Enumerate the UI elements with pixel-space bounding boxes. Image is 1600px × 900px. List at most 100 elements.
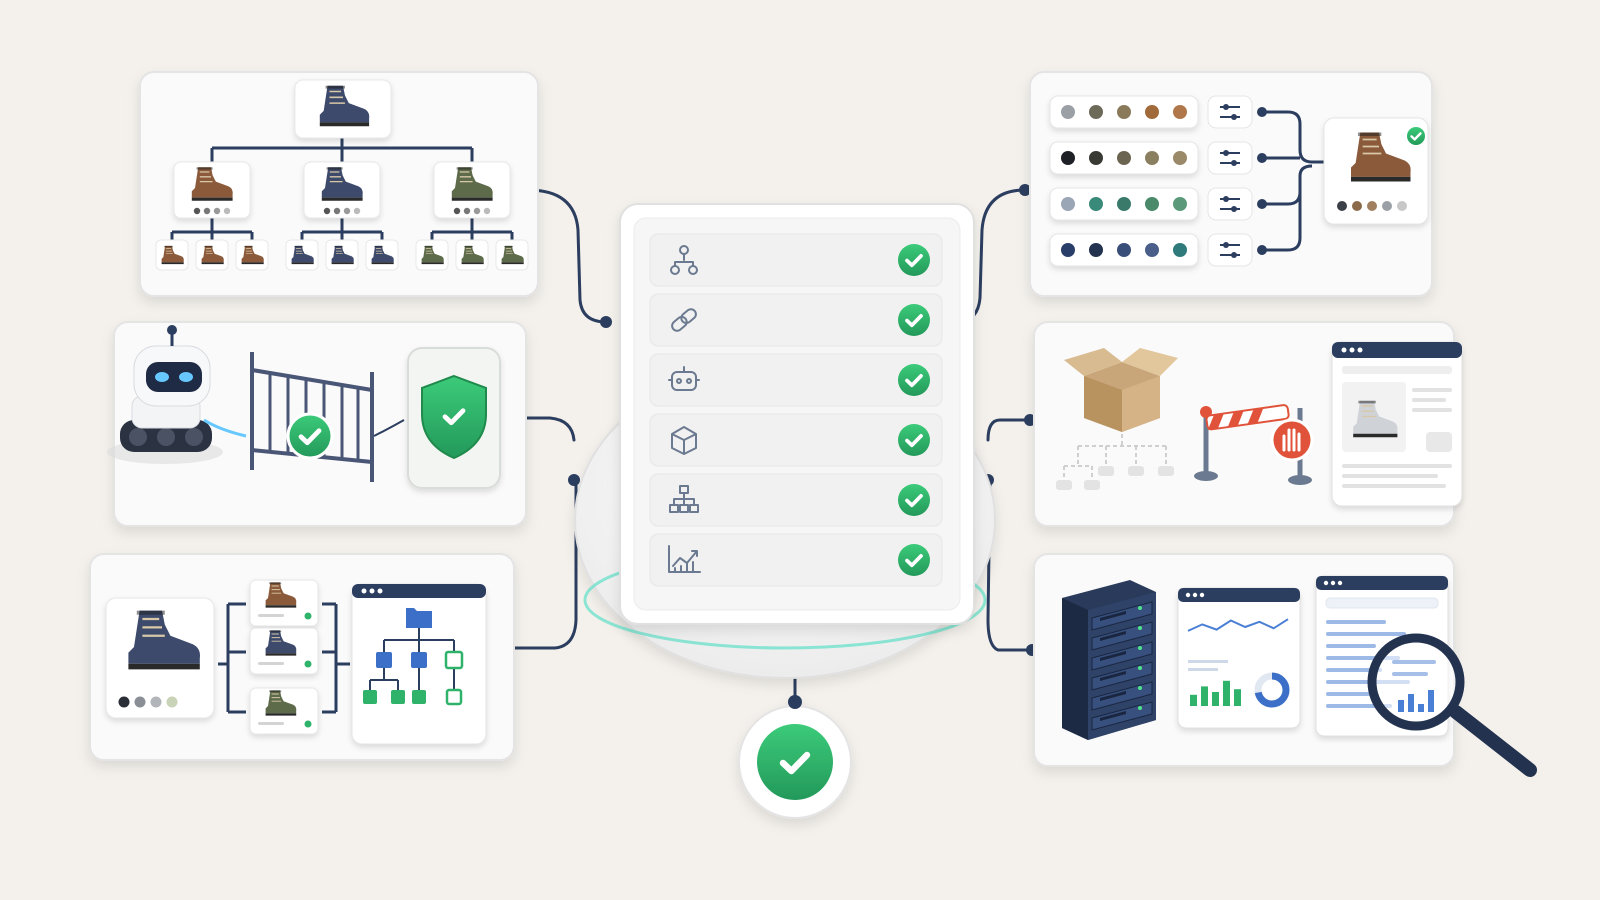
sku-card <box>155 239 189 271</box>
sku-card <box>195 239 229 271</box>
color-swatch <box>1061 243 1075 257</box>
color-swatch <box>1397 201 1407 211</box>
panel-variant-attributes <box>1029 71 1433 297</box>
hierarchy-icon <box>670 245 698 275</box>
color-swatch <box>1117 105 1131 119</box>
linked-variants <box>249 579 319 735</box>
color-swatch <box>1089 151 1103 165</box>
sku-card <box>325 239 359 271</box>
color-swatch <box>1089 243 1103 257</box>
check-circle-icon <box>898 364 930 396</box>
color-swatch <box>323 207 331 215</box>
attribute-rows <box>1049 95 1267 267</box>
attribute-row <box>1049 187 1267 221</box>
color-swatch <box>1089 197 1103 211</box>
connector-out-of-stock <box>986 418 1032 442</box>
color-swatch <box>134 696 146 708</box>
bar <box>1234 689 1241 706</box>
color-swatch <box>483 207 491 215</box>
checklist-row <box>649 533 943 587</box>
color-swatch <box>1173 197 1187 211</box>
server-icon <box>1062 580 1156 740</box>
color-swatch <box>1145 197 1159 211</box>
checklist-row <box>649 353 943 407</box>
sku-card <box>285 239 319 271</box>
color-swatch <box>1382 201 1392 211</box>
stop-hand-icon <box>1270 418 1314 462</box>
color-swatch <box>463 207 471 215</box>
sliders-icon <box>1207 233 1253 267</box>
sku-card <box>415 239 449 271</box>
check-circle-icon <box>898 484 930 516</box>
panel-variant-linking <box>89 553 515 761</box>
attribute-row <box>1049 233 1267 267</box>
color-swatch <box>343 207 351 215</box>
color-swatch <box>1117 197 1131 211</box>
robot-icon <box>107 325 247 464</box>
sliders-icon <box>1207 187 1253 221</box>
connector-monitoring <box>986 476 1034 652</box>
main-boot-swatches <box>118 696 178 708</box>
color-swatch <box>193 207 201 215</box>
checklist <box>649 233 943 587</box>
selected-check-icon <box>1407 127 1425 145</box>
final-verification-badge <box>738 695 852 819</box>
line-chart-icon <box>668 545 701 573</box>
color-swatch <box>1173 105 1187 119</box>
robot-icon <box>668 366 700 391</box>
linked-variant-card <box>249 687 319 735</box>
central-hub <box>574 203 996 679</box>
color-swatch <box>1061 197 1075 211</box>
hierarchy-variants <box>173 161 511 219</box>
cube-icon <box>671 426 697 455</box>
sku-card <box>365 239 399 271</box>
sku-card <box>235 239 269 271</box>
color-swatch <box>1061 105 1075 119</box>
hierarchy-skus <box>155 239 529 271</box>
check-circle-icon <box>898 244 930 276</box>
linked-variant-card <box>249 579 319 627</box>
attribute-lines <box>1262 110 1324 252</box>
barrier-icon <box>1194 404 1314 485</box>
link-icon <box>671 308 697 332</box>
connector-variant-linking <box>506 478 578 650</box>
checklist-row <box>649 293 943 347</box>
color-swatch <box>333 207 341 215</box>
color-swatch <box>1145 105 1159 119</box>
sliders-icon <box>1207 141 1253 175</box>
color-swatch <box>1173 243 1187 257</box>
color-swatch <box>1367 201 1377 211</box>
check-circle-icon <box>898 304 930 336</box>
final-check-icon <box>757 724 833 800</box>
variant-link-lines <box>218 602 350 714</box>
color-swatch <box>203 207 211 215</box>
checklist-row <box>649 413 943 467</box>
dashboard-line-chart <box>1187 618 1289 632</box>
box-icon <box>1064 348 1178 432</box>
color-swatch <box>166 696 178 708</box>
color-swatch <box>1337 201 1347 211</box>
color-swatch <box>453 207 461 215</box>
sliders-icon <box>1207 95 1253 129</box>
color-swatch <box>118 696 130 708</box>
color-swatch <box>1173 151 1187 165</box>
org-chart-icon <box>669 485 699 513</box>
color-swatch <box>223 207 231 215</box>
selected-boot-swatches <box>1337 201 1407 211</box>
sku-card <box>495 239 529 271</box>
dashboard-donut-chart <box>1254 672 1290 708</box>
folder-tree-icon <box>363 608 464 706</box>
linked-variant-card <box>249 627 319 675</box>
panel-product-hierarchy <box>139 71 539 297</box>
gate-check-icon <box>286 412 334 460</box>
color-swatch <box>1117 243 1131 257</box>
color-swatch <box>150 696 162 708</box>
checklist-row <box>649 233 943 287</box>
bar <box>1212 692 1219 706</box>
panel-out-of-stock-handling <box>1033 321 1463 527</box>
sku-card <box>455 239 489 271</box>
bar <box>1201 686 1208 706</box>
color-swatch <box>1089 105 1103 119</box>
color-swatch <box>353 207 361 215</box>
